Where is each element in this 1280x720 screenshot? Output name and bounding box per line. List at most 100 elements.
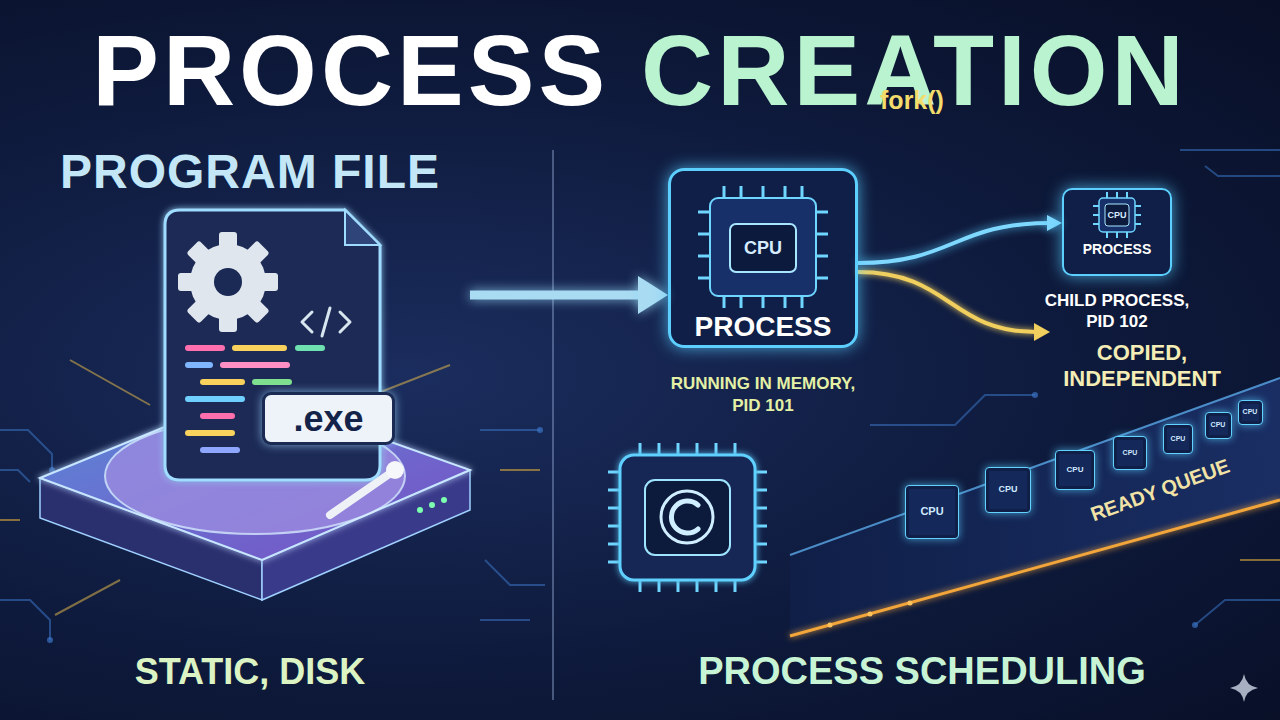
cpu-chip-icon	[698, 186, 828, 308]
process-label: PROCESS	[1064, 240, 1170, 258]
connector	[470, 276, 668, 314]
code-line	[295, 345, 325, 351]
platform-glow-edge	[790, 500, 1280, 636]
scheduler-logo	[671, 501, 698, 533]
gold-trace	[1240, 559, 1280, 561]
ready-queue-track	[790, 378, 1280, 636]
process-label: PROCESS	[671, 312, 855, 342]
code-line	[185, 396, 245, 402]
gear-icon	[190, 244, 266, 320]
disk-led	[441, 497, 447, 503]
light-ray	[70, 360, 150, 405]
circuit-pad	[1032, 392, 1038, 398]
circuit-pad	[47, 637, 53, 643]
chip-label: CPU	[1164, 425, 1192, 452]
chip-core	[645, 480, 730, 555]
circuit-trace	[0, 150, 1280, 640]
process-box-fill	[668, 168, 858, 348]
disk-led	[417, 507, 423, 513]
section-caption: PROCESS SCHEDULING	[622, 648, 1222, 694]
disk-led	[429, 502, 435, 508]
platform-edge	[790, 378, 1280, 555]
cpu-chip-icon	[1093, 192, 1141, 238]
queued-process-chip: CPU	[1205, 412, 1232, 439]
chip-pin	[608, 443, 767, 592]
queued-process-chip: CPU	[1055, 450, 1095, 490]
connector-line	[470, 291, 644, 300]
disk-arm	[330, 461, 404, 515]
chip-label: CPU	[1114, 437, 1146, 468]
circuit-trace	[870, 395, 1035, 425]
code-line	[185, 430, 235, 436]
chip-body	[620, 455, 755, 580]
disk-arm	[386, 461, 404, 479]
chip-label: CPU	[730, 224, 796, 272]
code-line	[252, 379, 292, 385]
program-file-panel: .exePROGRAM FILESTATIC, DISK	[30, 140, 470, 710]
chip-pin	[1093, 192, 1141, 238]
code-line	[200, 379, 245, 385]
note-text: COPIED, INDEPENDENT	[1052, 340, 1232, 392]
circuit-trace	[1195, 600, 1280, 625]
code-line	[185, 362, 213, 368]
platform-light	[868, 612, 873, 617]
chip-label: CPU	[1239, 401, 1262, 423]
document-fold	[345, 210, 380, 245]
light-ray	[55, 580, 120, 615]
file-extension-badge: .exe	[262, 392, 395, 445]
gear-icon	[178, 232, 278, 332]
sparkle-mark	[1230, 674, 1258, 702]
arrow-head	[638, 276, 668, 314]
chip-pin	[698, 186, 828, 308]
platform-light	[828, 623, 833, 628]
circuit-trace	[1180, 149, 1280, 151]
diagram-title: PROCESS CREATION	[92, 15, 1188, 125]
code-line	[220, 362, 290, 368]
code-line	[200, 447, 240, 453]
circuit-trace	[480, 429, 540, 431]
disk-arm	[330, 470, 395, 515]
circuit-trace	[485, 560, 545, 585]
chip-label: CPU	[906, 486, 958, 537]
queue-platform	[790, 378, 1280, 636]
platform-light	[908, 601, 913, 606]
chip-label: CPU	[1206, 413, 1231, 437]
chip-body	[710, 198, 816, 296]
gold-trace	[0, 519, 20, 521]
circuit-pad	[1192, 622, 1198, 628]
code-icon	[302, 308, 350, 336]
circuit-trace	[0, 470, 30, 482]
chip-label: CPU	[1099, 204, 1135, 226]
chip-body	[1099, 198, 1135, 232]
chip-core	[730, 224, 796, 272]
extension-text: .exe	[265, 395, 392, 442]
circuit-trace	[1205, 166, 1280, 176]
scheduler-chip	[608, 443, 767, 592]
circuit-pad	[537, 427, 543, 433]
child-process-box: CPUPROCESSCHILD PROCESS, PID 102	[1062, 188, 1172, 276]
child-box-fill	[1062, 188, 1172, 276]
queued-process-chip: CPU	[1238, 400, 1263, 425]
copy-branch-arrow	[1034, 323, 1050, 341]
section-divider	[552, 150, 554, 700]
connector	[858, 215, 1062, 263]
code-line	[200, 413, 235, 419]
copy-branch-arrow	[858, 272, 1036, 332]
chip-label: CPU	[986, 468, 1030, 511]
process-caption: CHILD PROCESS, PID 102	[1037, 290, 1197, 332]
arrow-head	[1047, 215, 1062, 231]
queued-process-chip: CPU	[985, 467, 1031, 513]
circuit-trace	[0, 430, 52, 470]
panel-heading: PROGRAM FILE	[30, 144, 470, 200]
copy-branch-arrow	[858, 272, 1050, 341]
circuit-trace	[480, 619, 530, 621]
code-line	[232, 345, 287, 351]
process-box: CPUPROCESSRUNNING IN MEMORY, PID 101	[668, 168, 858, 348]
queued-process-chip: CPU	[905, 485, 959, 539]
process-caption: RUNNING IN MEMORY, PID 101	[663, 373, 863, 417]
queued-process-chip: CPU	[1113, 436, 1147, 470]
track-label: READY QUEUE	[1076, 450, 1244, 531]
code-line	[185, 345, 225, 351]
